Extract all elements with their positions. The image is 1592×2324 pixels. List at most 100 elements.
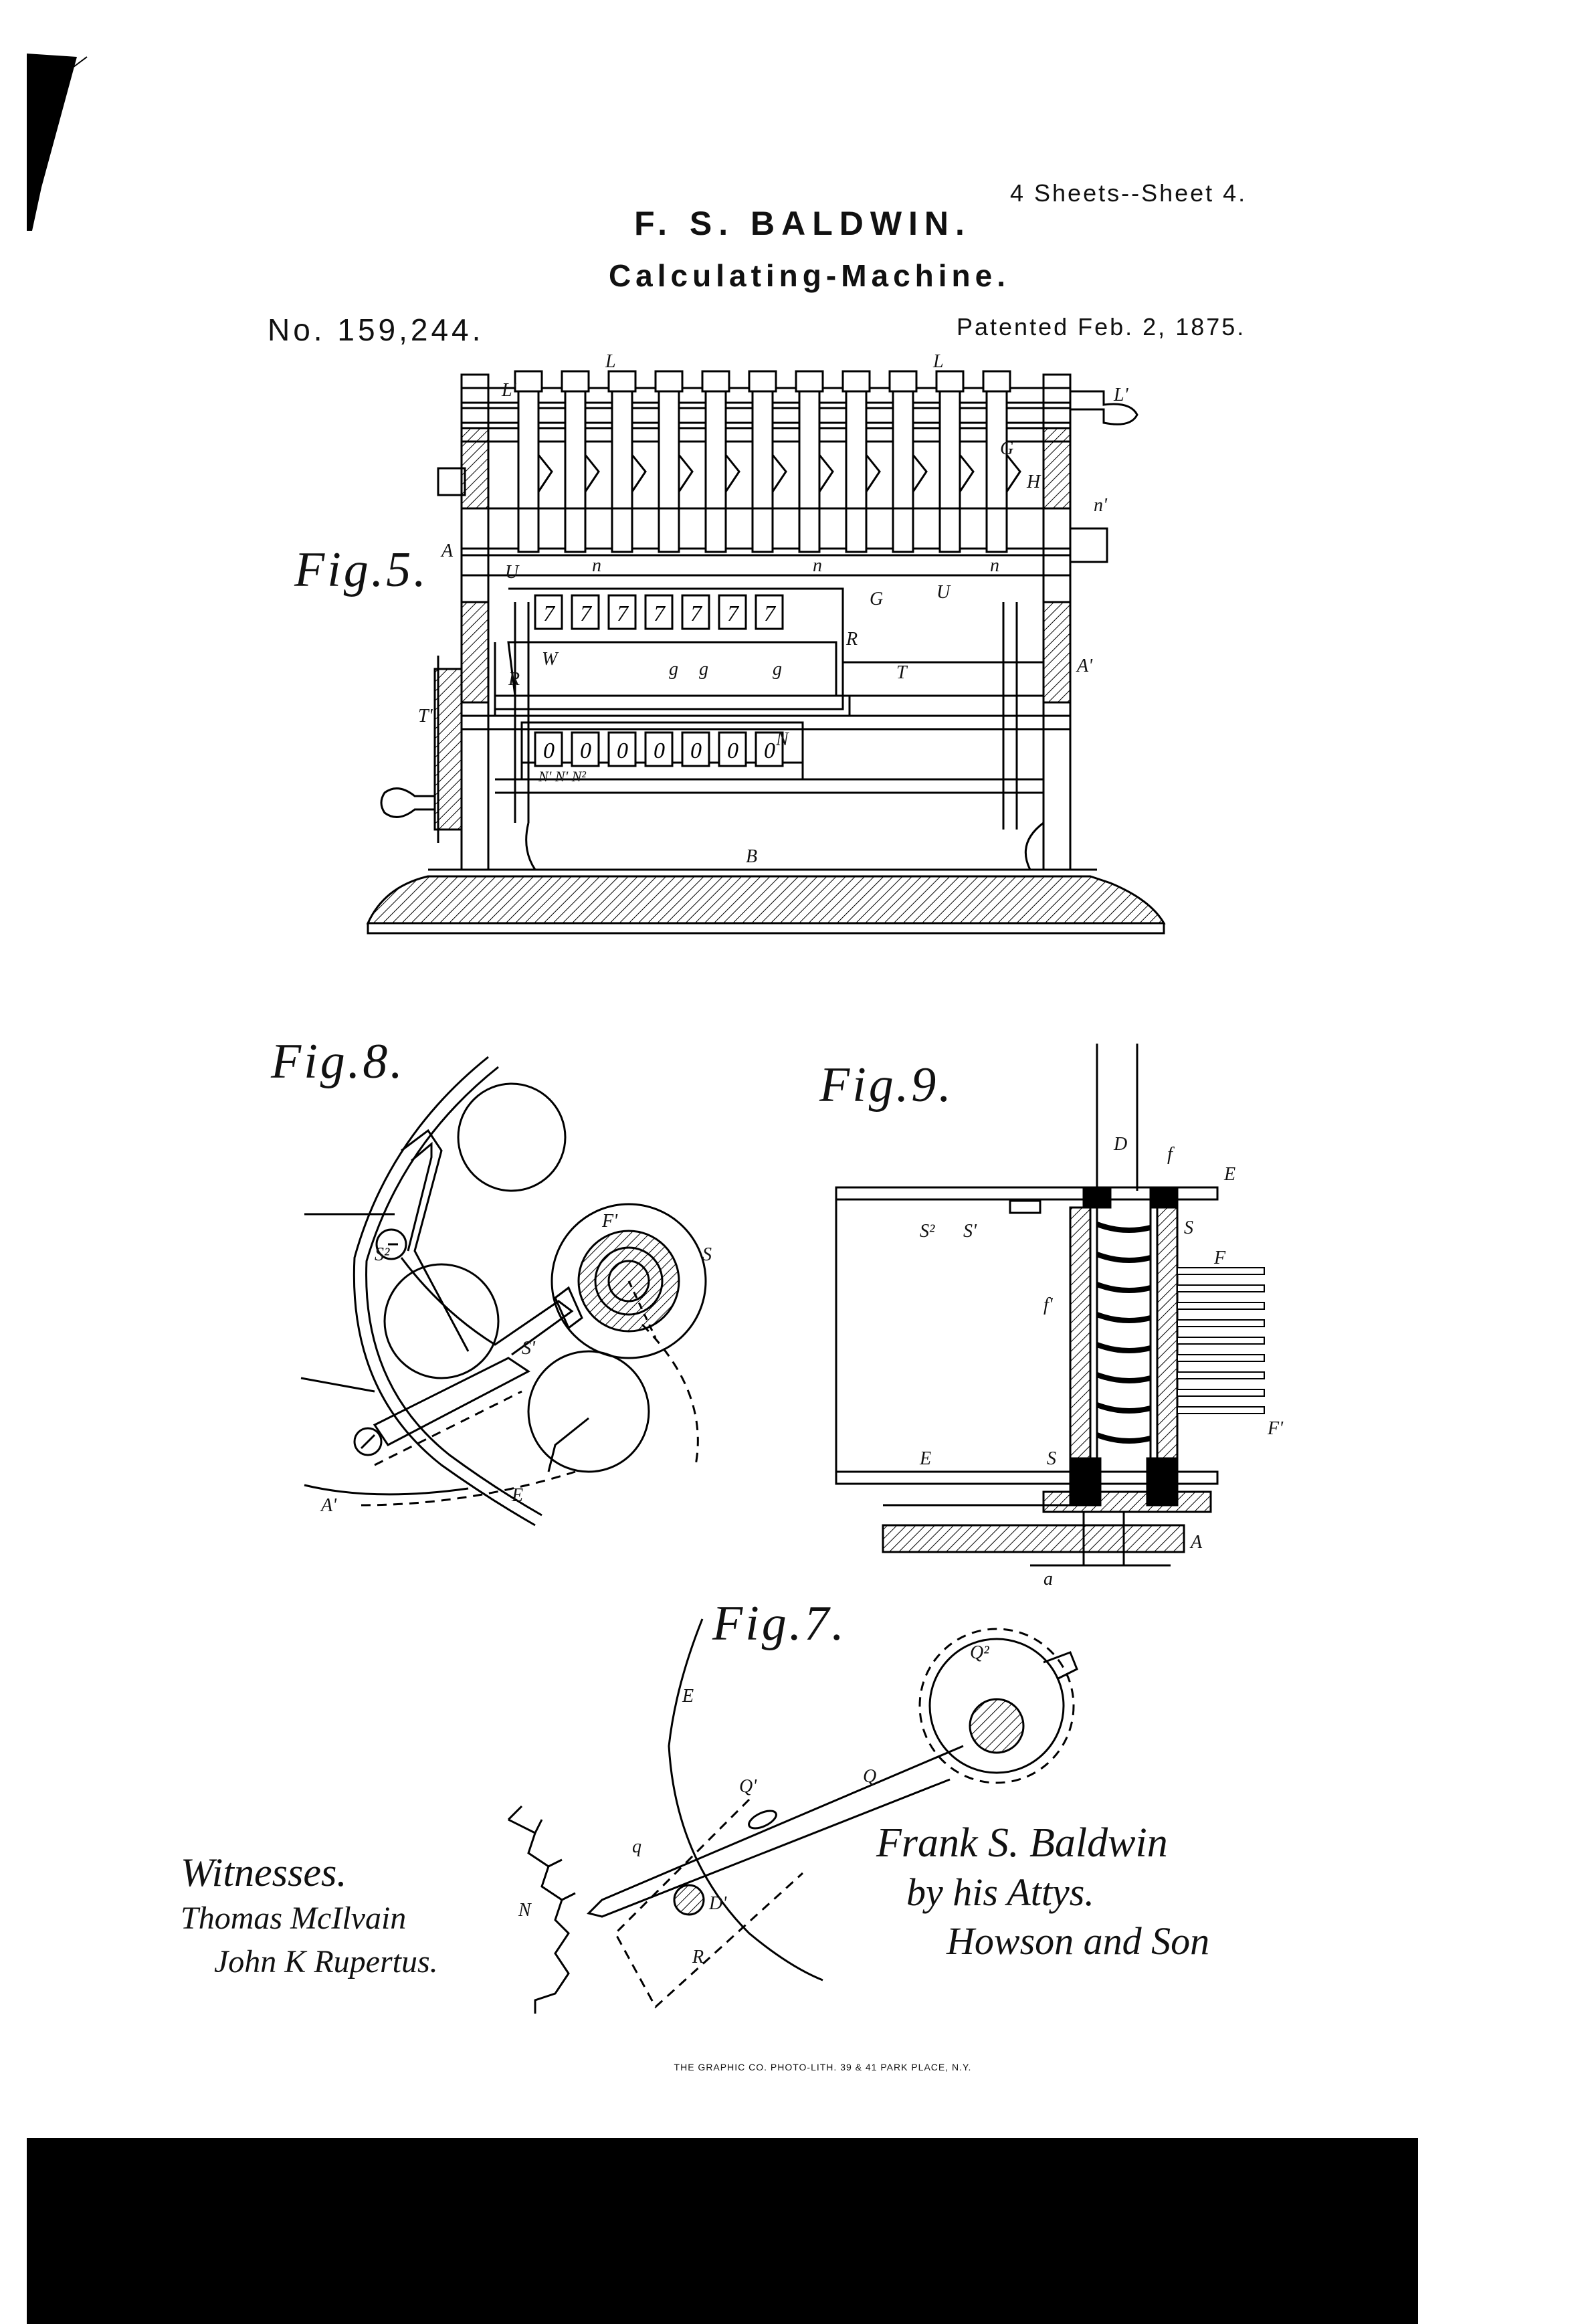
fig7-label-N: N	[518, 1900, 531, 1921]
fig5-label-T-prime: T'	[418, 706, 433, 727]
fig5-counter-cell	[681, 731, 710, 767]
fig5-label-n-1: n	[592, 555, 601, 576]
fig5-label-L-prime-right: L'	[1114, 385, 1128, 405]
fig5-pinwheel	[514, 370, 553, 553]
fig5-counter-digit: 0	[580, 739, 591, 763]
fig5-label-R-right: R	[846, 629, 858, 650]
fig5-label-g-2: g	[699, 659, 708, 680]
fig5-counter-digit: 7	[580, 601, 593, 626]
fig5-counter-digit: 7	[617, 601, 629, 626]
fig9-label: Fig.9.	[819, 1058, 954, 1112]
fig9-label-F: F	[1214, 1248, 1226, 1268]
fig9-plate	[1177, 1284, 1265, 1292]
fig5-counter-digit: 7	[654, 601, 666, 626]
fig5-pinwheel	[795, 370, 834, 553]
fig5-counter-cell	[718, 594, 747, 630]
fig7-label-E: E	[682, 1686, 694, 1707]
fig5-counter-digit: 0	[690, 739, 702, 763]
fig5-label-W: W	[542, 649, 558, 670]
fig5-counter-cell	[534, 731, 563, 767]
fig5-label-G-lower: G	[870, 589, 884, 609]
fig9-label-S2: S²	[920, 1221, 935, 1242]
fig5-pinwheel	[935, 370, 975, 553]
fig5-label-g-1: g	[669, 659, 678, 680]
fig9-plate	[1177, 1302, 1265, 1310]
fig5-label-L-right: L	[933, 351, 944, 372]
fig9-spiral-thread	[1096, 1402, 1151, 1414]
fig8-label: Fig.8.	[271, 1034, 405, 1089]
fig5-label-A-prime: A'	[1077, 656, 1093, 676]
fig5-label-n-3: n	[990, 555, 999, 576]
printer-credit: THE GRAPHIC CO. PHOTO-LITH. 39 & 41 PARK…	[674, 2062, 972, 2072]
fig5-label-N-row: N' N' N²	[538, 768, 587, 785]
fig5-counter-digit: 0	[543, 739, 555, 763]
fig5-label-A: A	[441, 541, 454, 561]
patent-number: No. 159,244.	[268, 312, 484, 347]
fig9-spiral-thread	[1096, 1222, 1151, 1233]
fig5-label-g-3: g	[773, 659, 782, 680]
fig7-label-D2: D'	[709, 1893, 727, 1914]
fig9-spiral-thread	[1096, 1282, 1151, 1293]
fig5-pinwheel	[888, 370, 928, 553]
fig9-plate	[1177, 1267, 1265, 1275]
fig5-counter-digit: 7	[690, 601, 703, 626]
fig8-label-S1: S'	[522, 1338, 535, 1359]
fig5-counter-digit: 0	[727, 739, 738, 763]
fig7-label-Q2: Q²	[970, 1642, 989, 1663]
inventor-signature: Frank S. Baldwin	[876, 1820, 1168, 1866]
fig9-plate	[1177, 1371, 1265, 1379]
witnesses-heading: Witnesses.	[181, 1850, 347, 1895]
fig9-label-S1: S'	[963, 1221, 977, 1242]
fig7-label-Q: Q	[863, 1766, 877, 1787]
fig5-pinwheel	[982, 370, 1021, 553]
attorney-signature: Howson and Son	[947, 1919, 1210, 1963]
scan-bottom-edge	[27, 2138, 1418, 2324]
patent-title: Calculating-Machine.	[608, 258, 1011, 293]
fig9-spiral-thread	[1096, 1432, 1151, 1444]
witness-1-signature: Thomas McIlvain	[181, 1901, 407, 1936]
fig5-counter-cell	[644, 731, 674, 767]
fig9-label-A: A	[1191, 1532, 1203, 1553]
fig9-label-a: a	[1043, 1569, 1053, 1589]
fig8-label-S2: S²	[375, 1244, 390, 1265]
fig7-label: Fig.7.	[712, 1596, 847, 1651]
fig8-label-A2: A'	[321, 1495, 337, 1516]
fig8-label-F2: F'	[602, 1211, 618, 1232]
fig5-label-H: H	[1027, 472, 1041, 492]
fig9-label-E-bottom: E	[920, 1448, 932, 1469]
fig7-label-R: R	[692, 1947, 704, 1967]
fig5-counter-cell	[681, 594, 710, 630]
fig5-counter-cell	[607, 594, 637, 630]
fig5-pinwheel	[748, 370, 787, 553]
fig9-label-f2: f'	[1043, 1294, 1053, 1315]
fig9-label-S-bottom: S	[1047, 1448, 1056, 1469]
fig9-label-S-top: S	[1184, 1218, 1193, 1238]
fig5-counter-cell	[718, 731, 747, 767]
fig7-label-Q1: Q'	[739, 1776, 757, 1797]
fig9-label-f: f	[1167, 1144, 1173, 1165]
fig5-counter-cell	[755, 594, 784, 630]
fig9-plate	[1177, 1337, 1265, 1345]
fig5-label-L-left: L	[605, 351, 616, 372]
fig5-counter-digit: 7	[764, 601, 777, 626]
fig5-label-T: T	[896, 662, 907, 683]
fig5-counter-cell	[571, 594, 600, 630]
inventor-name: F. S. BALDWIN.	[634, 205, 971, 242]
fig5-counter-cell	[755, 731, 784, 767]
fig5-pinwheel	[561, 370, 600, 553]
fig9-spiral-thread	[1096, 1252, 1151, 1263]
fig5-pinwheel	[607, 370, 647, 553]
fig5-counter-digit: 0	[617, 739, 628, 763]
fig5-pinwheel	[654, 370, 694, 553]
fig5-counter-cell	[571, 731, 600, 767]
attorney-by-line: by his Attys.	[906, 1870, 1094, 1914]
fig5-label: Fig.5.	[294, 543, 429, 597]
witness-2-signature: John K Rupertus.	[214, 1944, 438, 1979]
fig5-label-n-2: n	[813, 555, 822, 576]
fig5-label-R-left: R	[508, 669, 520, 690]
fig5-label-B: B	[746, 846, 758, 867]
